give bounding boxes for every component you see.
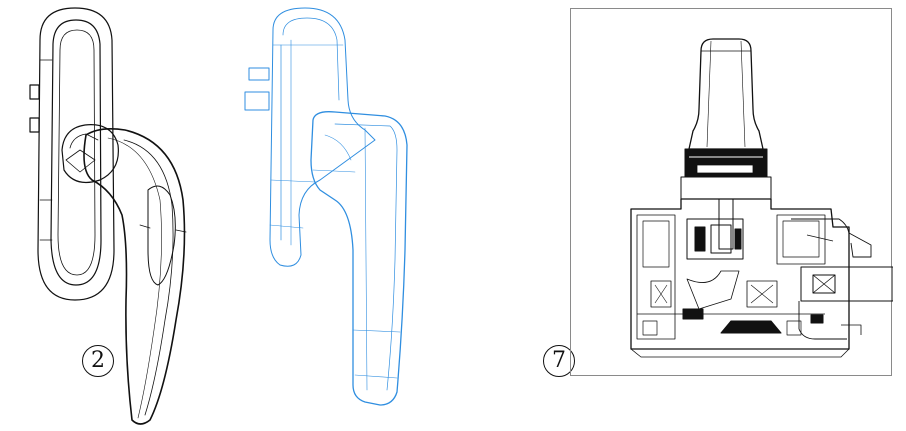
callout-number-2: 2 [82,345,114,377]
profile-section-svg [630,38,893,358]
callout-number-7: 7 [543,345,575,377]
lever-ridge [123,139,174,416]
base-plate-outer [37,7,115,301]
pivot-rosette [61,124,119,183]
glass-spacer [812,274,836,294]
mount-tab-top [29,84,40,100]
handle-knob [688,38,764,150]
base-plate-inner [50,19,102,286]
glass-unit [800,266,893,302]
handle-drawing-black: 2 [0,0,220,431]
handle-drawing-blue: 7 [225,0,575,431]
frame-profile [630,198,850,350]
handle-black-svg [29,7,187,425]
blue-base-plate [269,7,376,267]
lever-recess [147,185,176,286]
blue-lever [310,111,408,406]
handle-blue-svg [244,7,408,406]
profile-section-frame [570,8,893,376]
handle-base [680,176,772,200]
gear-housing [686,218,744,260]
blue-tab-bottom [244,91,270,111]
mount-tab-bottom [29,117,40,133]
blue-tab-top [248,67,270,81]
sash-profile [791,218,872,258]
lever-outer [83,128,186,425]
